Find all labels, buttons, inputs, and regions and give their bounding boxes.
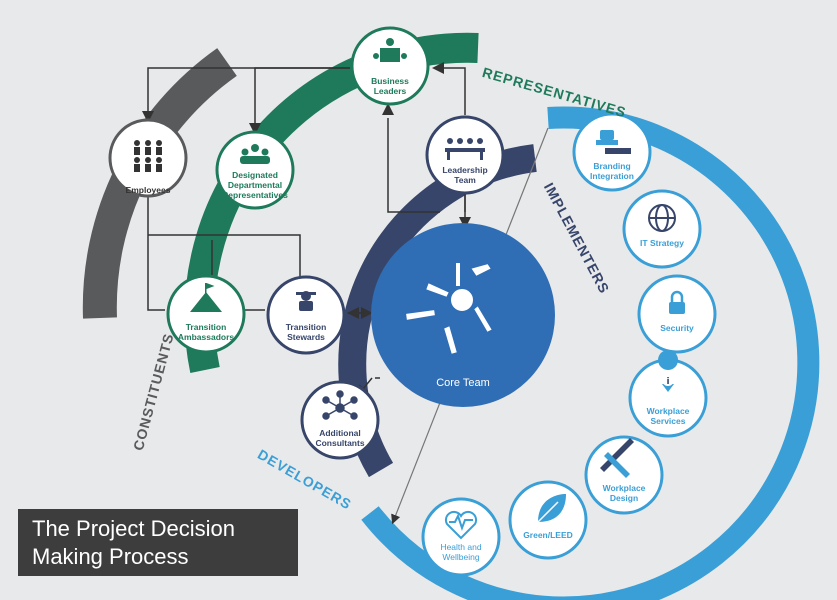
group-icon xyxy=(240,144,270,164)
transition-stewards-node[interactable] xyxy=(266,275,346,355)
lock-icon xyxy=(669,290,685,314)
title-box: The Project Decision Making Process xyxy=(18,509,298,576)
hands-icon xyxy=(403,261,495,357)
info-icon: i xyxy=(658,350,679,392)
pilot-icon xyxy=(296,291,316,311)
title-line-1: The Project Decision xyxy=(32,516,235,541)
podium-icon xyxy=(373,38,407,62)
globe-icon xyxy=(648,204,676,232)
transition-ambassadors-node[interactable] xyxy=(166,274,246,354)
business-leaders-node[interactable] xyxy=(350,26,430,106)
meeting-icon xyxy=(445,138,485,160)
it-strategy-node[interactable] xyxy=(622,189,702,269)
people-icon xyxy=(134,140,162,172)
drafting-icon xyxy=(600,438,634,478)
core-team-circle[interactable] xyxy=(371,223,555,407)
stamp-icon xyxy=(596,130,631,154)
additional-consultants-node[interactable] xyxy=(300,380,380,460)
designated-node[interactable] xyxy=(215,130,295,210)
network-icon xyxy=(322,390,358,420)
flag-hill-icon xyxy=(190,283,222,312)
leadership-node[interactable] xyxy=(425,115,505,195)
svg-text:i: i xyxy=(666,377,669,387)
workplace-services-node[interactable] xyxy=(628,358,708,438)
developers-band xyxy=(361,106,820,600)
heart-icon xyxy=(444,510,478,540)
title-line-2: Making Process xyxy=(32,544,189,569)
leaf-icon xyxy=(537,494,566,523)
